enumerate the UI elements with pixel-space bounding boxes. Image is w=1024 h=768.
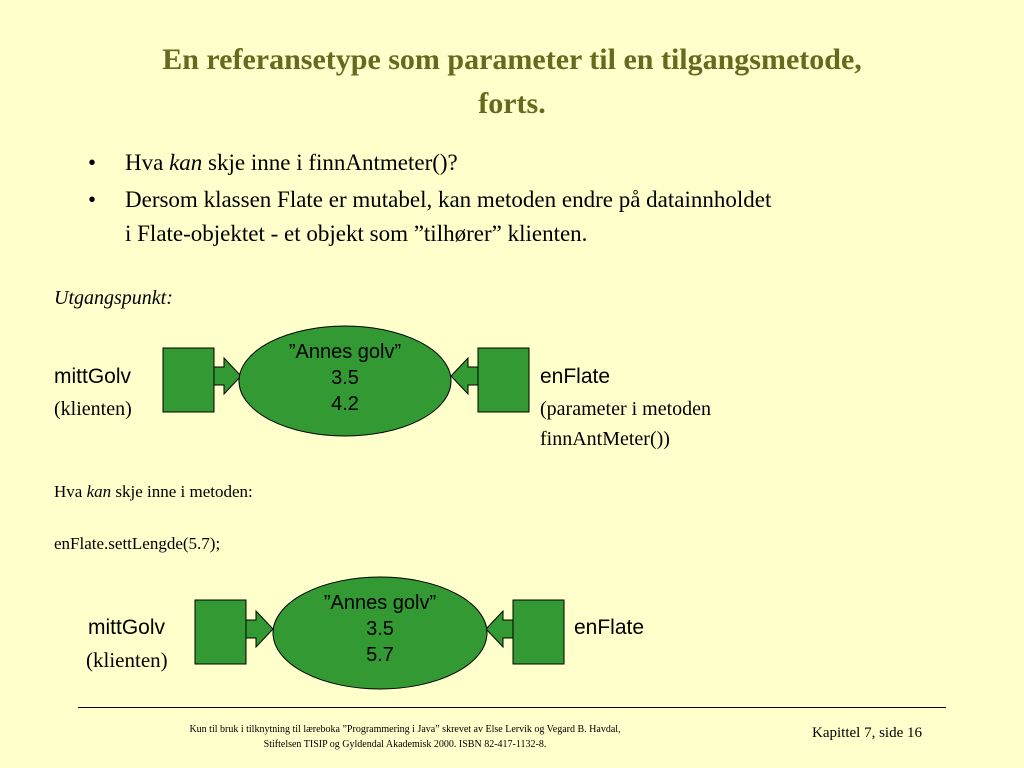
question-suffix: skje inne i metoden: <box>111 482 253 501</box>
question-prefix: Hva <box>54 482 87 501</box>
code-line: enFlate.settLengde(5.7); <box>54 534 221 553</box>
bullet-text-line-2: i Flate-objektet - et objekt som ”tilhør… <box>125 221 588 246</box>
bullet-text-line-1: Dersom klassen Flate er mutabel, kan met… <box>125 187 772 212</box>
bullet-text-suffix: skje inne i finnAntmeter()? <box>202 150 458 175</box>
footer-note-line-1: Kun til bruk i tilknytning til læreboka … <box>189 724 621 735</box>
question-text: Hva kan skje inne i metoden: <box>54 480 253 504</box>
right-reference-role-1b: finnAntMeter()) <box>540 428 670 450</box>
footer-note-line-2: Stiftelsen TISIP og Gyldendal Akademisk … <box>263 739 547 750</box>
left-reference-role-1: (klienten) <box>54 398 132 420</box>
object-name: ”Annes golv” <box>288 341 402 363</box>
bullet-item: • Hva kan skje inne i finnAntmeter()? <box>88 146 948 180</box>
title-line-1: En referansetype som parameter til en ti… <box>162 43 862 76</box>
bullet-text-prefix: Hva <box>125 150 170 175</box>
bullet-list: • Hva kan skje inne i finnAntmeter()? • … <box>88 146 948 254</box>
bullet-marker: • <box>88 187 97 212</box>
bullet-text-emphasis: kan <box>169 150 203 175</box>
object-value: 4.2 <box>331 393 359 415</box>
object-value: 5.7 <box>366 644 394 666</box>
object-ellipse-1 <box>238 325 452 437</box>
bullet-marker: • <box>88 150 97 175</box>
bullet-item: • Dersom klassen Flate er mutabel, kan m… <box>88 183 948 251</box>
right-reference-name-1: enFlate <box>540 365 611 388</box>
left-pointer-shape-2 <box>194 599 274 665</box>
right-reference-role-1: (parameter i metoden <box>540 398 712 420</box>
right-pointer-shape-1 <box>450 347 530 413</box>
object-values-1: ”Annes golv” 3.5 4.2 <box>255 339 435 417</box>
footer-divider <box>78 707 946 708</box>
object-values-2: ”Annes golv” 3.5 5.7 <box>290 590 470 668</box>
right-reference-name-2: enFlate <box>574 616 645 639</box>
footer-note: Kun til bruk i tilknytning til læreboka … <box>140 722 670 752</box>
right-pointer-shape-2 <box>485 599 565 665</box>
left-reference-role-2: (klienten) <box>86 648 168 672</box>
start-label: Utgangspunkt: <box>54 287 173 309</box>
slide-title: En referansetype som parameter til en ti… <box>60 38 964 126</box>
left-pointer-shape-1 <box>162 347 242 413</box>
object-ellipse-2 <box>272 576 488 690</box>
object-value: 3.5 <box>331 367 359 389</box>
object-value: 3.5 <box>366 618 394 640</box>
title-line-2: forts. <box>478 87 546 120</box>
page-number: Kapittel 7, side 16 <box>812 725 922 741</box>
left-reference-name-1: mittGolv <box>54 365 132 388</box>
question-emphasis: kan <box>86 482 112 501</box>
object-name: ”Annes golv” <box>323 592 437 614</box>
left-reference-name-2: mittGolv <box>88 616 166 639</box>
